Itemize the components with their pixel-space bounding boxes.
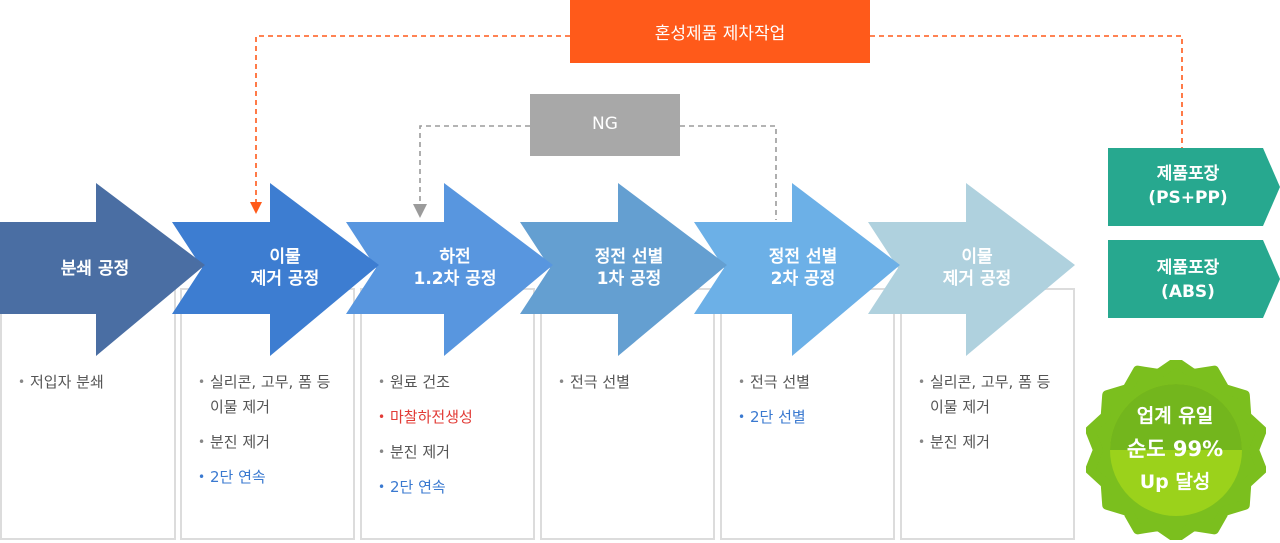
- list-item: 실리콘, 고무, 폼 등이물 제거: [918, 370, 1065, 420]
- ng-label: NG: [592, 114, 618, 134]
- step-detail-list: 원료 건조 마찰하전생성 분진 제거 2단 연속: [378, 370, 525, 510]
- list-item: 분진 제거: [378, 440, 525, 465]
- packaging-label-1: 제품포장(PS+PP): [1148, 164, 1228, 208]
- step-detail-box-1: 저입자 분쇄: [0, 288, 176, 540]
- rework-banner: [570, 0, 870, 63]
- ng-line-left: [419, 125, 530, 208]
- list-item: 마찰하전생성: [378, 405, 525, 430]
- list-item: 저입자 분쇄: [18, 370, 166, 395]
- list-item: 2단 연속: [198, 465, 345, 490]
- list-item: 2단 선별: [738, 405, 885, 430]
- list-item: 2단 연속: [378, 475, 525, 500]
- ng-arrowhead: [413, 204, 427, 218]
- list-item: 원료 건조: [378, 370, 525, 395]
- step-detail-list: 전극 선별: [558, 370, 705, 405]
- ng-box: [530, 94, 680, 156]
- rework-line-left: [255, 35, 570, 206]
- process-arrow-6: [868, 183, 1075, 356]
- badge-line-1: 업계 유일: [1136, 405, 1214, 427]
- list-item: 분진 제거: [918, 430, 1065, 455]
- rework-line-right: [870, 35, 1183, 148]
- badge-inner-top: [1110, 384, 1242, 450]
- process-arrow-2: [172, 183, 379, 356]
- process-arrow-3: [346, 183, 553, 356]
- process-arrow-4: [520, 183, 727, 356]
- badge-line-3: Up 달성: [1139, 471, 1211, 493]
- packaging-tag-2: [1108, 240, 1280, 318]
- ng-line-right: [680, 125, 777, 220]
- step-detail-list: 저입자 분쇄: [18, 370, 166, 405]
- badge-line-2: 순도 99%: [1126, 437, 1224, 461]
- purity-badge: [1086, 360, 1266, 540]
- list-item: 실리콘, 고무, 폼 등이물 제거: [198, 370, 345, 420]
- list-item: 전극 선별: [738, 370, 885, 395]
- process-arrow-1: [0, 183, 205, 356]
- step-title-1: 분쇄 공정: [60, 259, 130, 279]
- list-item: 분진 제거: [198, 430, 345, 455]
- step-detail-list: 실리콘, 고무, 폼 등이물 제거 분진 제거 2단 연속: [198, 370, 345, 500]
- rework-banner-label: 혼성제품 제차작업: [654, 24, 786, 44]
- list-item: 전극 선별: [558, 370, 705, 395]
- packaging-tag-1: [1108, 148, 1280, 226]
- process-arrow-5: [694, 183, 900, 356]
- rework-arrowhead: [250, 202, 262, 214]
- step-detail-list: 전극 선별 2단 선별: [738, 370, 885, 440]
- step-detail-list: 실리콘, 고무, 폼 등이물 제거 분진 제거: [918, 370, 1065, 465]
- packaging-label-2: 제품포장(ABS): [1156, 258, 1220, 302]
